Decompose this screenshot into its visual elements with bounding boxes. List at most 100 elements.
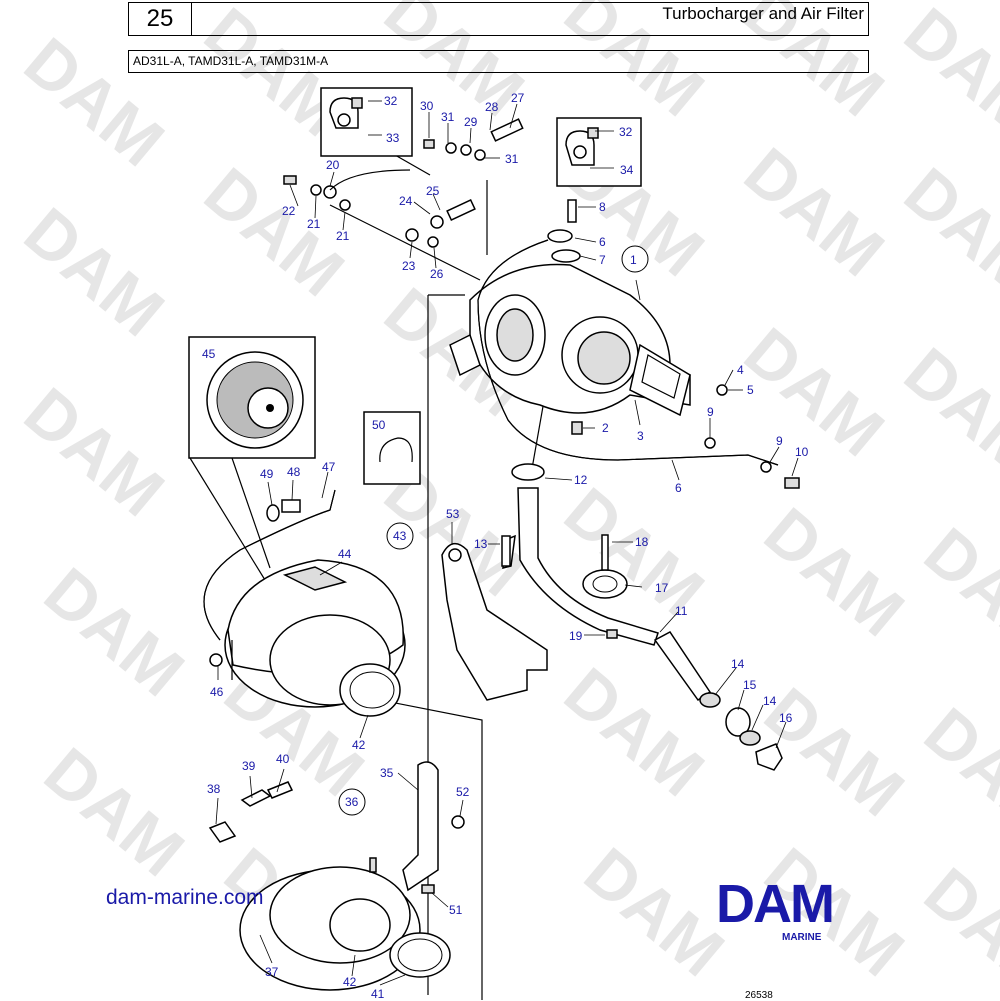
svg-text:DAM: DAM xyxy=(910,693,1000,851)
callout-31: 31 xyxy=(505,152,519,166)
callout-21: 21 xyxy=(336,229,350,243)
callout-7: 7 xyxy=(599,253,606,267)
callout-15: 15 xyxy=(743,678,757,692)
callout-12: 12 xyxy=(574,473,588,487)
callout-16: 16 xyxy=(779,711,793,725)
callout-38: 38 xyxy=(207,782,221,796)
callout-8: 8 xyxy=(599,200,606,214)
svg-text:DAM: DAM xyxy=(890,153,1000,311)
callout-44: 44 xyxy=(338,547,352,561)
callout-51: 51 xyxy=(449,903,463,917)
svg-text:DAM: DAM xyxy=(890,0,1000,151)
callout-52: 52 xyxy=(456,785,470,799)
svg-text:DAM: DAM xyxy=(730,313,897,471)
callout-14: 14 xyxy=(731,657,745,671)
air-filter-lower xyxy=(208,761,451,991)
callout-35: 35 xyxy=(380,766,394,780)
callout-17: 17 xyxy=(655,581,669,595)
callout-18: 18 xyxy=(635,535,649,549)
callout-5: 5 xyxy=(747,383,754,397)
callout-40: 40 xyxy=(276,752,290,766)
callout-19: 19 xyxy=(569,629,583,643)
callout-3: 3 xyxy=(637,429,644,443)
svg-text:DAM: DAM xyxy=(10,193,177,351)
oil-return-fittings xyxy=(699,692,783,771)
callout-6: 6 xyxy=(599,235,606,249)
svg-text:DAM: DAM xyxy=(30,553,197,711)
site-url: dam-marine.com xyxy=(106,886,264,909)
callout-11: 11 xyxy=(675,604,688,618)
callout-31: 31 xyxy=(441,110,455,124)
svg-text:DAM: DAM xyxy=(570,833,737,991)
leader-lines xyxy=(215,100,799,986)
callout-6: 6 xyxy=(675,481,682,495)
callout-48: 48 xyxy=(287,465,301,479)
svg-text:DAM: DAM xyxy=(910,853,1000,1000)
pipe-clamp xyxy=(582,534,628,599)
callout-50: 50 xyxy=(372,418,386,432)
air-filter-upper xyxy=(224,559,406,717)
dam-logo: DAM xyxy=(716,878,835,928)
callout-46: 46 xyxy=(210,685,224,699)
callout-32: 32 xyxy=(384,94,398,108)
callout-29: 29 xyxy=(464,115,478,129)
callout-9: 9 xyxy=(707,405,714,419)
callout-4: 4 xyxy=(737,363,744,377)
svg-text:DAM: DAM xyxy=(10,373,177,531)
svg-text:DAM: DAM xyxy=(730,133,897,291)
hose-nipple xyxy=(266,499,301,522)
callout-45: 45 xyxy=(202,347,216,361)
svg-text:DAM: DAM xyxy=(750,493,917,651)
callout-42: 42 xyxy=(352,738,366,752)
callout-30: 30 xyxy=(420,99,434,113)
callout-47: 47 xyxy=(322,460,336,474)
callout-25: 25 xyxy=(426,184,440,198)
callout-49: 49 xyxy=(260,467,274,481)
callout-23: 23 xyxy=(402,259,416,273)
callout-26: 26 xyxy=(430,267,444,281)
diagram-number: 26538 xyxy=(745,990,773,1001)
small-hardware xyxy=(209,118,800,894)
callout-24: 24 xyxy=(399,194,413,208)
callout-33: 33 xyxy=(386,131,400,145)
callout-28: 28 xyxy=(485,100,499,114)
callout-9: 9 xyxy=(776,434,783,448)
callout-34: 34 xyxy=(620,163,634,177)
svg-text:DAM: DAM xyxy=(910,513,1000,671)
callout-36: 36 xyxy=(345,795,359,809)
callout-13: 13 xyxy=(474,537,488,551)
callout-2: 2 xyxy=(602,421,609,435)
oil-return-pipe xyxy=(511,463,712,702)
callout-39: 39 xyxy=(242,759,256,773)
exhaust-gasket xyxy=(629,343,691,417)
callout-53: 53 xyxy=(446,507,460,521)
svg-text:DAM: DAM xyxy=(10,23,177,181)
callout-labels: 1 2 3 4 5 6 6 7 8 9 9 10 11 12 13 14 14 … xyxy=(202,91,809,1000)
brand-subtitle: MARINE xyxy=(782,932,822,943)
callout-10: 10 xyxy=(795,445,809,459)
callout-42: 42 xyxy=(343,975,357,989)
callout-21: 21 xyxy=(307,217,321,231)
callout-22: 22 xyxy=(282,204,296,218)
inset-filter-element xyxy=(188,336,316,459)
callout-20: 20 xyxy=(326,158,340,172)
svg-text:DAM: DAM xyxy=(890,333,1000,491)
inset-clamp-right xyxy=(556,117,642,187)
watermark: DAM DAM DAM DAM DAM DAM DAM DAM DAM DAM … xyxy=(10,0,1000,1000)
svg-text:DAM: DAM xyxy=(716,878,833,928)
callout-41: 41 xyxy=(371,987,385,1000)
callout-14: 14 xyxy=(763,694,777,708)
callout-circles xyxy=(338,245,649,816)
callout-37: 37 xyxy=(265,965,279,979)
engine-models: AD31L-A, TAMD31L-A, TAMD31M-A xyxy=(128,50,869,73)
callout-1: 1 xyxy=(630,253,637,267)
oil-feed-pipe xyxy=(477,239,779,466)
callout-27: 27 xyxy=(511,91,525,105)
assembly-guide-lines xyxy=(189,154,546,1000)
inset-hose-clip xyxy=(363,411,421,485)
page-number: 25 xyxy=(128,2,192,36)
svg-text:DAM: DAM xyxy=(30,733,197,891)
page-title: Turbocharger and Air Filter xyxy=(192,2,869,36)
breather-hose xyxy=(203,489,336,641)
